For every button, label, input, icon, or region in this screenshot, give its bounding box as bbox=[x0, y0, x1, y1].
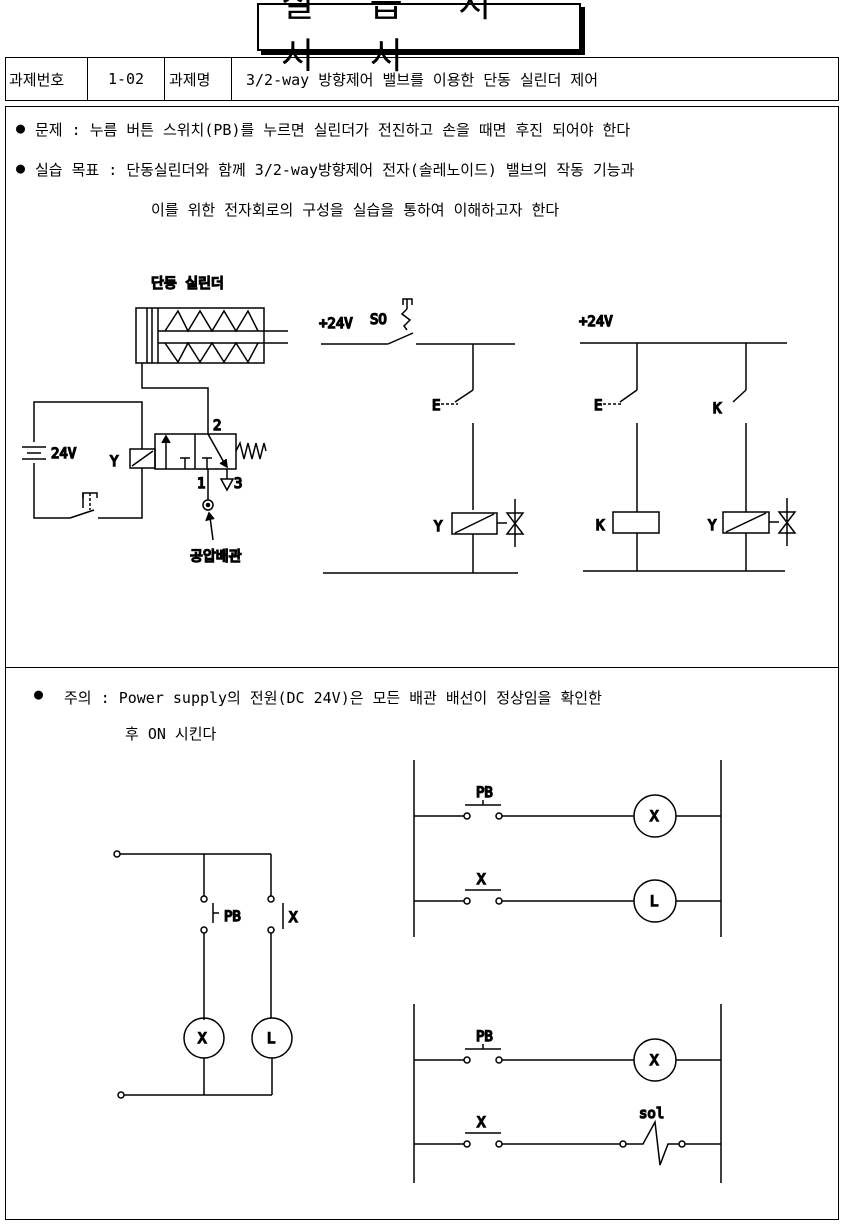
single-acting-cylinder bbox=[135, 307, 288, 364]
circuit-c-lamp-x: X bbox=[198, 1031, 207, 1047]
section-divider bbox=[5, 667, 839, 668]
ladder1-x-label: X bbox=[477, 872, 486, 888]
goal-line-2: 이를 위한 전자회로의 구성을 실습을 통하여 이해하고자 한다 bbox=[151, 201, 560, 219]
cylinder-label: 단동 실린더 bbox=[151, 276, 224, 292]
goal-line-1: 실습 목표 : 단동실린더와 함께 3/2-way방향제어 전자(솔레노이드) … bbox=[35, 161, 635, 179]
ladder2-pb-label: PB bbox=[476, 1029, 493, 1045]
task-no: 1-02 bbox=[107, 70, 145, 88]
circuit-c-x-label: X bbox=[289, 910, 298, 926]
caution-bullet: ● bbox=[34, 685, 44, 703]
circuit-c: PB X X L bbox=[113, 850, 299, 1099]
circuit-b-coil-k-label: K bbox=[596, 518, 605, 534]
circuit-c-lamp-l: L bbox=[267, 1031, 275, 1047]
air-supply-label: 공압배관 bbox=[190, 549, 242, 565]
ladder1-lamp-l: L bbox=[650, 894, 658, 910]
ladder1-pb-label: PB bbox=[476, 785, 493, 801]
circuit-a-switch-label: SO bbox=[370, 312, 387, 328]
ladder2-x-label: X bbox=[477, 1115, 486, 1131]
port-2-label: 2 bbox=[213, 418, 221, 434]
ladder2-coil-x: X bbox=[650, 1053, 659, 1069]
valve-solenoid-label: Y bbox=[110, 454, 119, 470]
task-no-label: 과제번호 bbox=[9, 70, 65, 89]
caution-line-1: 주의 : Power supply의 전원(DC 24V)은 모든 배관 배선이… bbox=[64, 689, 602, 707]
ladder-diagram-1: PB X X L bbox=[413, 760, 722, 937]
solenoid-valve-3-2 bbox=[129, 433, 267, 470]
circuit-b-contact-e-label: E bbox=[594, 398, 602, 414]
circuit-c-pb-label: PB bbox=[224, 909, 241, 925]
problem-bullet: ● bbox=[16, 119, 26, 137]
ladder2-sol-label: sol bbox=[639, 1106, 664, 1122]
pneumatic-circuit: 단동 실린더 2 bbox=[22, 275, 288, 566]
circuit-a-supply: +24V bbox=[319, 316, 353, 332]
task-name-label: 과제명 bbox=[169, 70, 211, 89]
circuit-a-coil-label: Y bbox=[434, 519, 443, 535]
caution-line-2: 후 ON 시킨다 bbox=[125, 725, 217, 743]
circuit-b-coil-y-label: Y bbox=[708, 518, 717, 534]
port-3-label: 3 bbox=[234, 476, 242, 492]
circuit-b-supply: +24V bbox=[579, 314, 613, 330]
ladder1-coil-x: X bbox=[650, 809, 659, 825]
port-1-label: 1 bbox=[197, 476, 205, 492]
page-title: 실 습 지 시 서 bbox=[281, 0, 514, 77]
title-box: 실 습 지 시 서 bbox=[257, 0, 581, 77]
circuit-b-contact-k-label: K bbox=[713, 401, 722, 417]
supply-voltage-label: 24V bbox=[51, 446, 77, 462]
goal-bullet: ● bbox=[16, 159, 26, 177]
valve-electrical-loop bbox=[22, 401, 143, 519]
header-table: 과제번호 1-02 과제명 3/2-way 방향제어 밸브를 이용한 단동 실린… bbox=[5, 57, 839, 101]
ladder-diagram-2: PB X X sol bbox=[413, 1004, 722, 1183]
content-frame bbox=[5, 106, 839, 1220]
circuit-a: +24V SO E Y bbox=[318, 298, 525, 574]
circuit-b: +24V E K K Y bbox=[578, 313, 797, 572]
problem-text: 문제 : 누름 버튼 스위치(PB)를 누르면 실린더가 전진하고 손을 때면 … bbox=[35, 121, 631, 139]
circuit-a-contact-label: E bbox=[432, 398, 440, 414]
task-name: 3/2-way 방향제어 밸브를 이용한 단동 실린더 제어 bbox=[246, 70, 599, 89]
